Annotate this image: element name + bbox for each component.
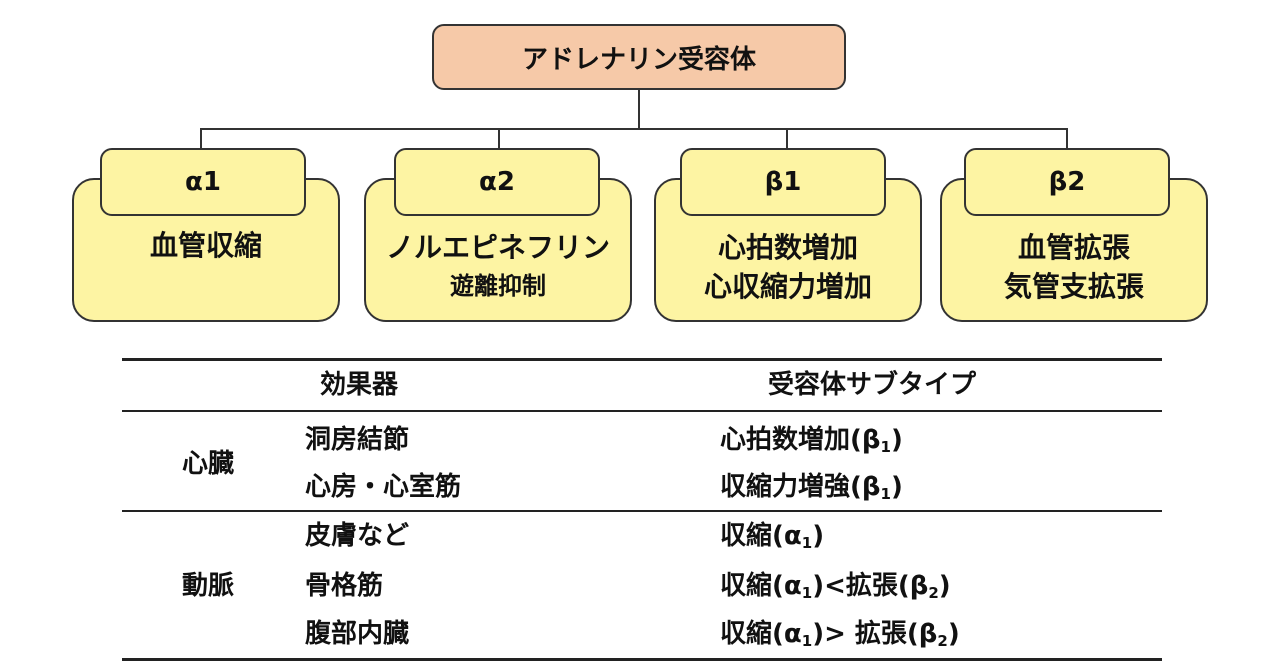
subtype-cell: 収縮(α1): [720, 521, 825, 552]
organ-cell: 洞房結節: [305, 425, 410, 455]
receptor-tab-b2: β2: [964, 148, 1170, 216]
group-label-artery: 動脈: [182, 571, 235, 601]
effect-line-1: 血管拡張: [1017, 231, 1130, 264]
root-label: アドレナリン受容体: [521, 44, 756, 75]
connector-a1: [200, 128, 202, 149]
effect-line-1: ノルエピネフリン: [385, 231, 610, 264]
receptor-tab-a1: α1: [100, 148, 306, 216]
connector-b2: [1066, 128, 1068, 149]
organ-cell: 心房・心室筋: [305, 472, 462, 502]
header-effector: 効果器: [320, 370, 399, 400]
effect-line-1: 心拍数増加: [717, 231, 858, 264]
organ-cell: 腹部内臓: [305, 619, 410, 649]
table-bottom-rule: [122, 658, 1162, 661]
organ-cell: 皮膚など: [305, 521, 410, 551]
root-node: アドレナリン受容体: [432, 24, 846, 90]
table-header-rule: [122, 410, 1162, 412]
connector-a2: [498, 128, 500, 149]
group-label-heart: 心臓: [182, 449, 235, 479]
receptor-name: β1: [764, 167, 802, 197]
effect-line-2: 心収縮力増加: [703, 270, 872, 303]
table-top-rule: [122, 358, 1162, 361]
subtype-cell: 心拍数増加(β1): [720, 425, 903, 456]
receptor-effect-b2: 血管拡張 気管支拡張: [940, 228, 1208, 306]
effect-line-2: 遊離抑制: [450, 272, 546, 300]
organ-cell: 骨格筋: [305, 571, 384, 601]
subtype-cell: 収縮力増強(β1): [720, 472, 903, 503]
receptor-name: α2: [479, 167, 515, 197]
receptor-effect-a2: ノルエピネフリン 遊離抑制: [364, 228, 632, 306]
receptor-tab-a2: α2: [394, 148, 600, 216]
connector-horizontal: [200, 128, 1068, 130]
receptor-name: α1: [185, 167, 221, 197]
receptor-tab-b1: β1: [680, 148, 886, 216]
table-group-rule: [122, 510, 1162, 512]
receptor-name: β2: [1048, 167, 1086, 197]
effect-line-2: 気管支拡張: [1003, 270, 1144, 303]
effect-line-1: 血管収縮: [149, 229, 262, 262]
receptor-effect-b1: 心拍数増加 心収縮力増加: [654, 228, 922, 306]
header-subtype: 受容体サブタイプ: [768, 370, 977, 400]
subtype-cell: 収縮(α1)> 拡張(β2): [720, 619, 960, 650]
connector-b1: [786, 128, 788, 149]
connector-vertical: [638, 90, 640, 130]
subtype-cell: 収縮(α1)<拡張(β2): [720, 571, 951, 602]
receptor-effect-a1: 血管収縮: [72, 226, 340, 265]
